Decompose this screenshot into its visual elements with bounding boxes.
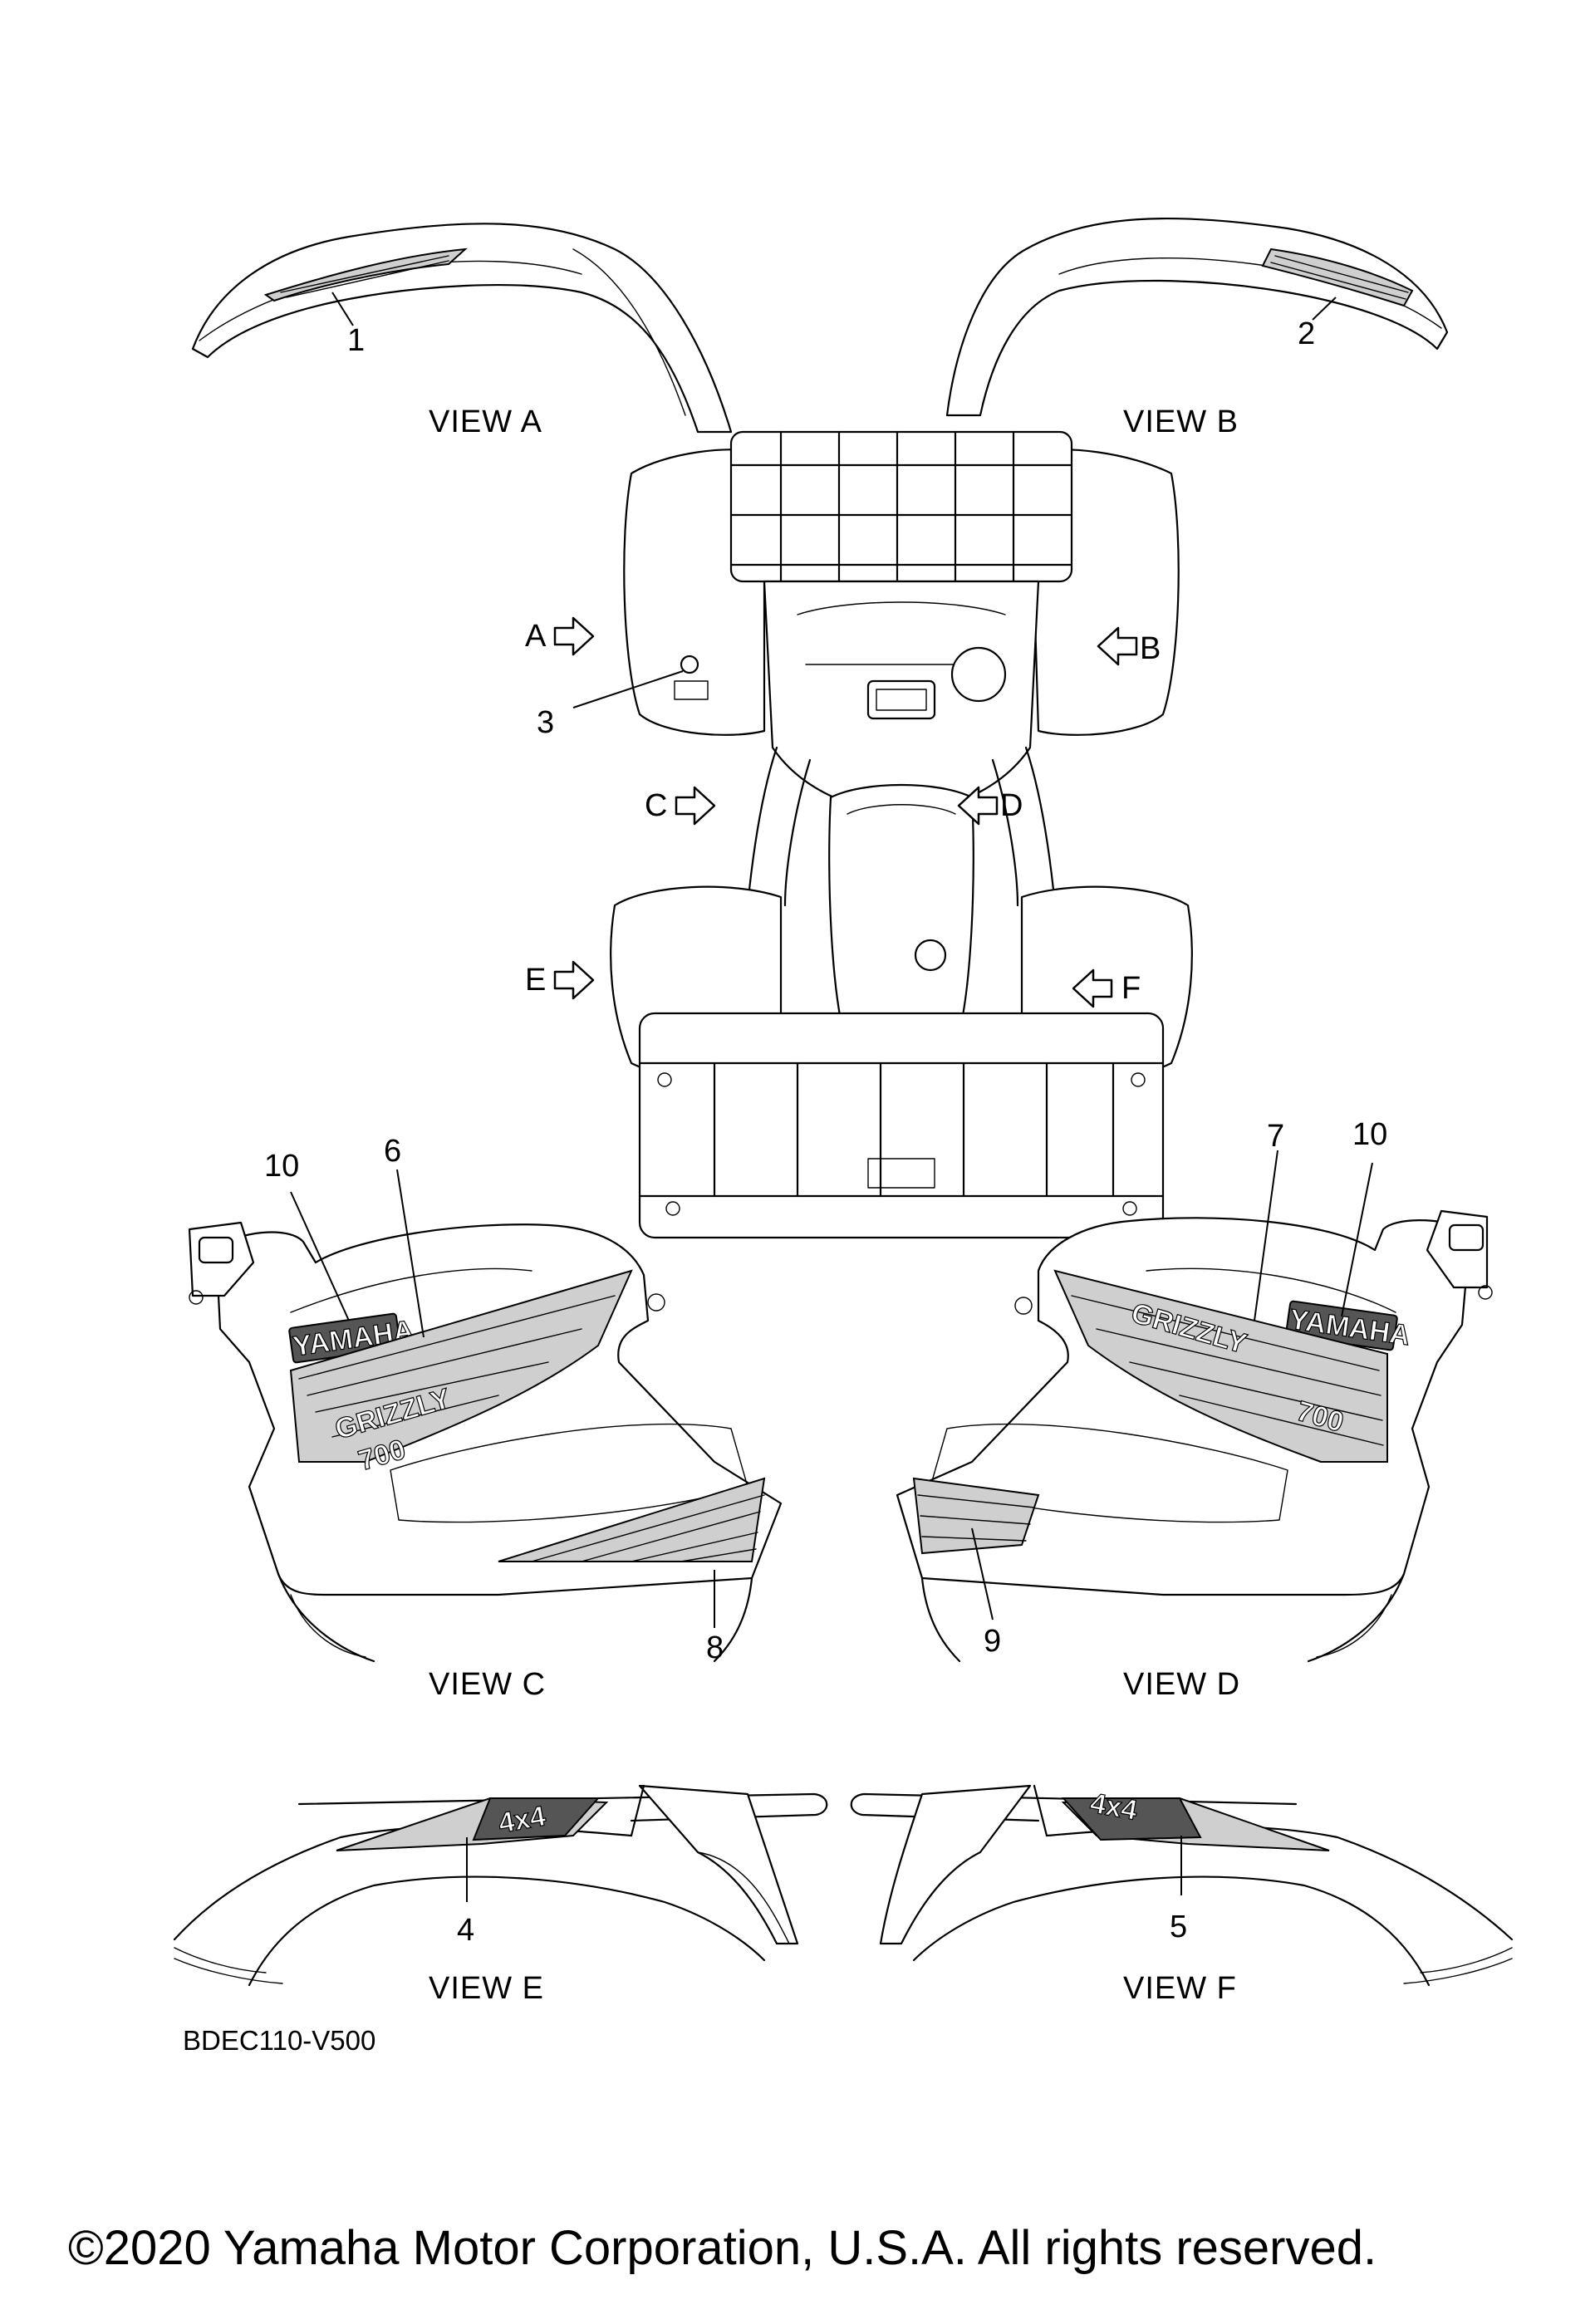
drawing-code: BDEC110-V500 bbox=[183, 2025, 375, 2056]
label-10-right: 10 bbox=[1352, 1117, 1387, 1152]
atv-top-view bbox=[572, 430, 1193, 1239]
direction-arrow-d: D bbox=[957, 786, 1023, 826]
label-8: 8 bbox=[706, 1630, 724, 1665]
direction-arrow-a: A bbox=[525, 616, 595, 656]
svg-text:B: B bbox=[1140, 631, 1161, 666]
view-e-rear-fender-left: 4x4 bbox=[173, 1784, 828, 1987]
view-e-label: VIEW E bbox=[429, 1971, 544, 2006]
label-9: 9 bbox=[984, 1624, 1001, 1659]
label-5: 5 bbox=[1170, 1910, 1187, 1944]
view-f-label: VIEW F bbox=[1123, 1971, 1237, 2006]
label-1: 1 bbox=[347, 323, 365, 358]
direction-arrow-e: E bbox=[525, 960, 595, 1000]
view-b-label: VIEW B bbox=[1123, 404, 1239, 439]
part-1-decal bbox=[263, 248, 468, 302]
view-c-side-panel-left: YAMAHA GRIZZLY 700 bbox=[188, 1169, 783, 1663]
direction-arrow-b: B bbox=[1097, 626, 1161, 666]
view-d-side-panel-right: YAMAHA GRIZZLY 700 bbox=[896, 1150, 1493, 1663]
view-a-front-fender-left bbox=[191, 223, 733, 434]
part-8-decal bbox=[498, 1477, 766, 1562]
copyright-notice: ©2020 Yamaha Motor Corporation, U.S.A. A… bbox=[68, 2221, 1377, 2275]
view-b-front-fender-right bbox=[945, 217, 1449, 417]
label-3: 3 bbox=[537, 705, 554, 740]
part-6-decal bbox=[289, 1269, 633, 1463]
part-9-decal bbox=[912, 1477, 1040, 1555]
view-f-rear-fender-right: 4x4 bbox=[850, 1784, 1514, 1987]
direction-arrow-f: F bbox=[1072, 968, 1141, 1008]
svg-text:A: A bbox=[525, 619, 547, 654]
label-7: 7 bbox=[1267, 1119, 1284, 1154]
direction-arrow-c: C bbox=[645, 786, 716, 826]
view-d-label: VIEW D bbox=[1123, 1667, 1240, 1702]
part-2-decal bbox=[1261, 248, 1414, 307]
label-10-left: 10 bbox=[264, 1149, 299, 1184]
svg-text:D: D bbox=[1000, 788, 1023, 823]
svg-text:C: C bbox=[645, 788, 667, 823]
view-a-label: VIEW A bbox=[429, 404, 542, 439]
svg-text:F: F bbox=[1121, 971, 1141, 1006]
label-2: 2 bbox=[1298, 316, 1315, 351]
label-6: 6 bbox=[384, 1134, 401, 1169]
svg-text:E: E bbox=[525, 963, 546, 998]
part-7-decal bbox=[1053, 1269, 1388, 1463]
label-4: 4 bbox=[457, 1913, 474, 1948]
view-c-label: VIEW C bbox=[429, 1667, 546, 1702]
